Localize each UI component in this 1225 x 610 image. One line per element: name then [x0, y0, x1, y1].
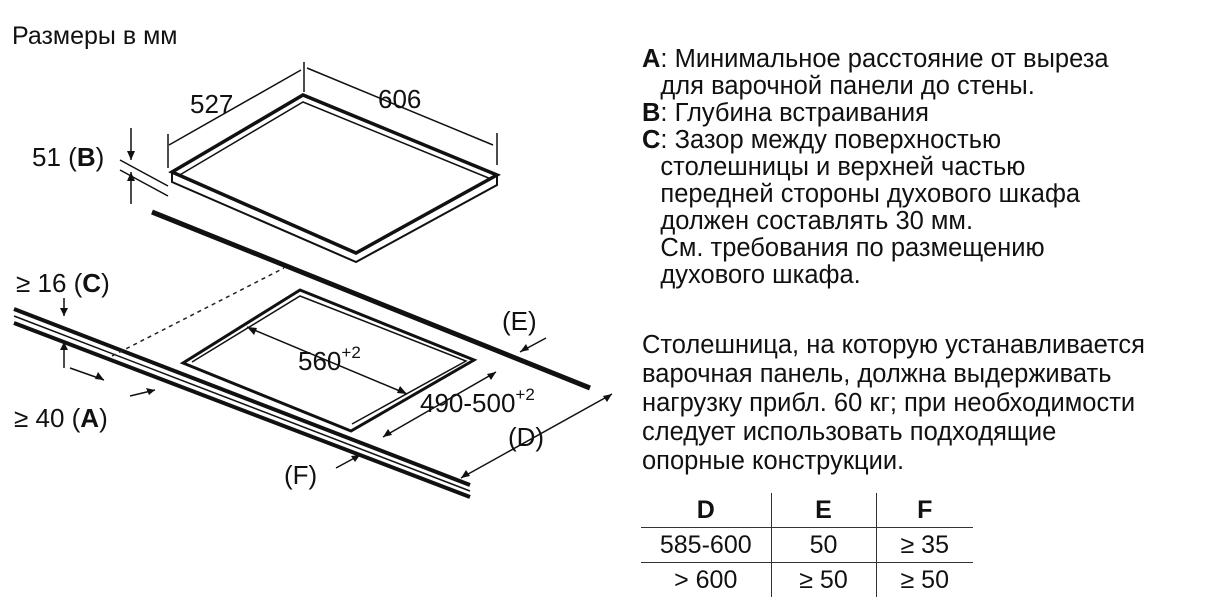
worktop [13, 209, 591, 499]
label-e: (E) [502, 306, 537, 336]
table-header: F [875, 493, 973, 528]
cutout-dimension-lines [60, 298, 613, 479]
table-header: D [696, 495, 715, 524]
cutout [111, 267, 478, 433]
note-letter: A [642, 45, 661, 73]
table-header-row: D E F [641, 493, 973, 528]
table-cell: 50 [770, 527, 876, 563]
label-f: (F) [284, 460, 317, 490]
table-cell: ≥ 50 [770, 562, 876, 597]
table-cell: 585-600 [641, 527, 771, 563]
gap-c-label: ≥ 16 (C) [16, 268, 110, 298]
note-letter: C [642, 126, 661, 154]
table-row: > 600 ≥ 50 ≥ 50 [641, 562, 973, 597]
label-d: (D) [508, 422, 544, 452]
note-text: : Минимальное расстояние от выреза для в… [660, 45, 1109, 100]
build-depth-label: 51 (B) [32, 142, 104, 172]
notes-list: A: Минимальное расстояние от выреза для … [642, 46, 1222, 289]
note-letter: B [642, 99, 661, 127]
note-text: : Глубина встраивания [660, 99, 929, 127]
table-cell: ≥ 35 [875, 527, 973, 563]
load-note: Столешница, на которую устанавливается в… [642, 331, 1145, 475]
table-cell: ≥ 50 [875, 562, 973, 597]
table-header: E [770, 493, 876, 528]
gap-a-label: ≥ 40 (A) [14, 403, 108, 433]
hob-dimension-lines [119, 62, 498, 204]
note-text: : Зазор между поверхностью столешницы и … [660, 126, 1081, 289]
hob [168, 93, 502, 264]
units-caption: Размеры в мм [12, 22, 177, 50]
note-c: C: Зазор между поверхностью столешницы и… [642, 127, 1222, 289]
hob-width-label: 606 [378, 84, 421, 114]
installation-diagram: Размеры в мм [12, 22, 613, 499]
table-row: 585-600 50 ≥ 35 [641, 527, 973, 563]
cutout-width-label: 560+2 [298, 343, 361, 376]
distance-table: D E F 585-600 50 ≥ 35 > 600 ≥ 50 ≥ 50 [641, 493, 973, 597]
table-cell: > 600 [641, 562, 771, 597]
hob-depth-label: 527 [190, 89, 233, 119]
cutout-depth-label: 490-500+2 [420, 385, 535, 418]
note-b: B: Глубина встраивания [642, 100, 1222, 127]
note-a: A: Минимальное расстояние от выреза для … [642, 46, 1222, 100]
